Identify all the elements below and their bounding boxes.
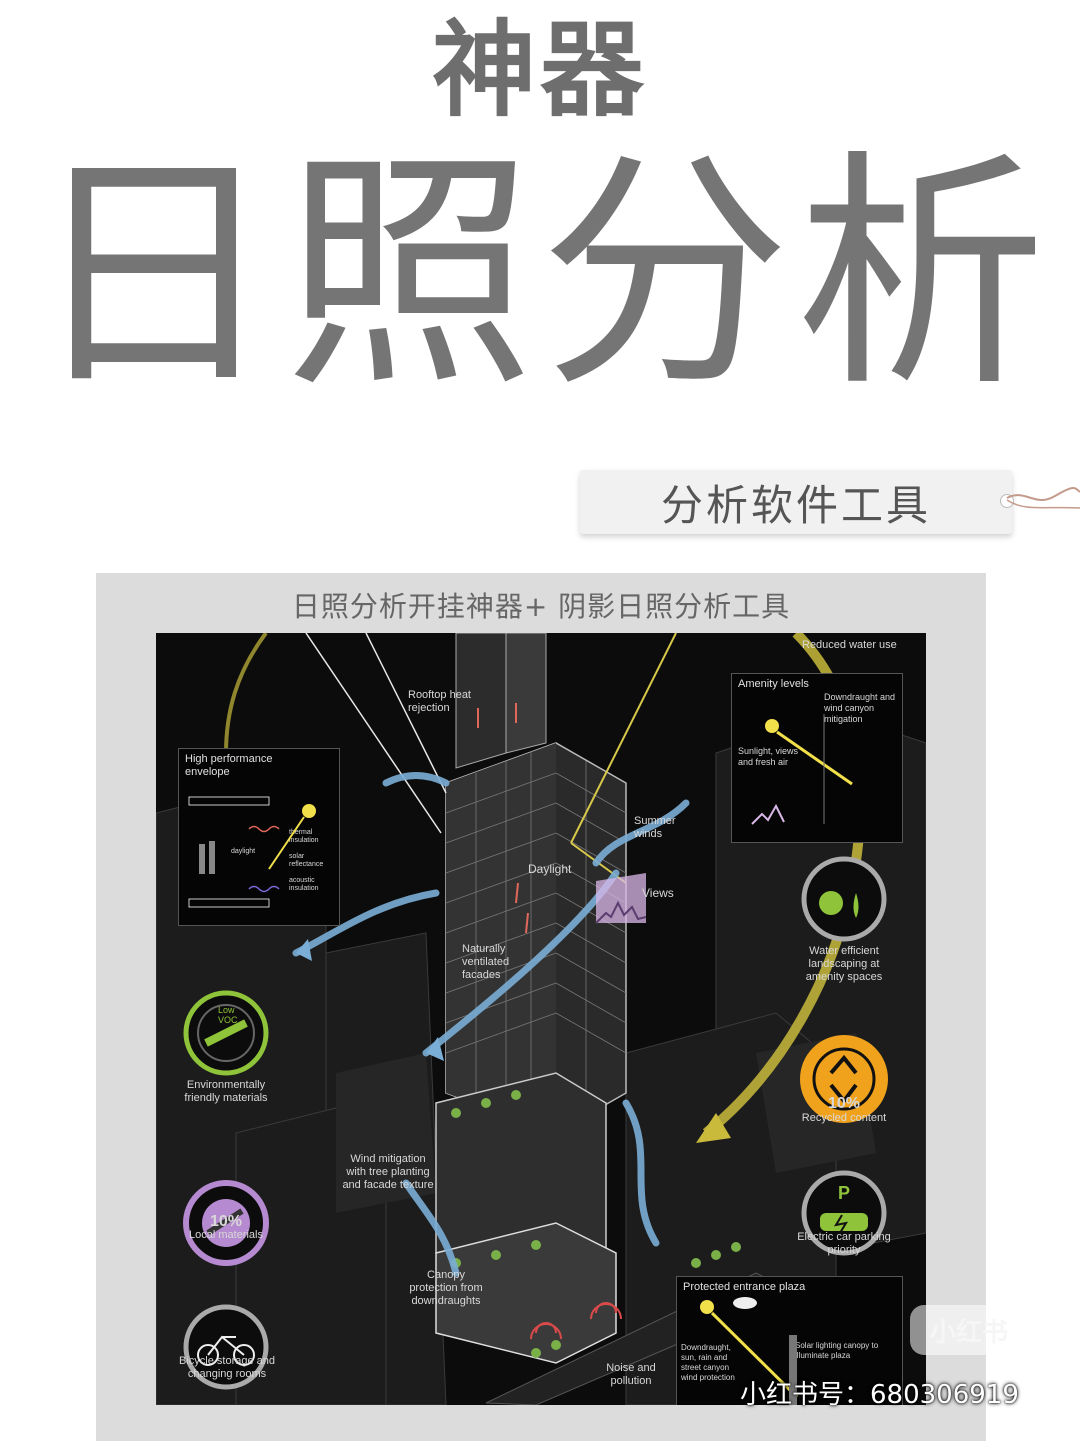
plaza-sun-icon [700, 1297, 799, 1405]
label-acoustic: acoustic insulation [289, 877, 319, 892]
label-recycled: Recycled content [801, 1112, 887, 1124]
label-canopy: Canopy protection from downdraughts [409, 1269, 483, 1307]
tag-string [1006, 487, 1080, 509]
panel-amenity: Amenity levels Downdraught and wind cany… [731, 673, 903, 843]
label-downdraught-wind: Downdraught and wind canyon mitigation [824, 692, 896, 724]
label-naturally-ventilated: Naturally ventilated facades [462, 943, 510, 981]
label-summer-winds: Summer winds [634, 815, 676, 840]
label-parking-letter: P [837, 1183, 850, 1203]
label-sunlight-views: Sunlight, views and fresh air [738, 746, 799, 767]
label-views: Views [642, 886, 674, 900]
label-local: Local materials [189, 1229, 263, 1241]
label-electric-car: Electric car parking priority [797, 1231, 891, 1256]
panel-plaza: Protected entrance plaza Downdraught, su… [676, 1276, 903, 1405]
label-wind-mitigation: Wind mitigation with tree planting and f… [342, 1153, 434, 1191]
tag-hole [1000, 494, 1014, 508]
watermark-id: 小红书号：680306919 [740, 1380, 1019, 1410]
label-solar: solar reflectance [289, 853, 324, 868]
label-daylight: Daylight [528, 862, 572, 876]
panel-envelope-title: High performance envelope [185, 753, 273, 778]
label-thermal: thermal insulation [289, 829, 319, 844]
title-big: 日照分析 [28, 129, 1052, 420]
label-env-materials: Environmentally friendly materials [184, 1079, 268, 1104]
panel-plaza-title: Protected entrance plaza [683, 1281, 806, 1293]
label-low-voc: Low VOC [218, 1005, 238, 1025]
panel-envelope: High performance envelope daylight therm… [178, 748, 340, 926]
label-local-pct: 10% [209, 1213, 243, 1230]
panel-amenity-title: Amenity levels [738, 678, 809, 690]
envelope-sun-icon [188, 796, 316, 908]
image-card: 日照分析开挂神器+ 阴影日照分析工具 [96, 573, 986, 1441]
label-downdraught-sun: Downdraught, sun, rain and street canyon… [681, 1343, 735, 1382]
amenity-sun-icon [751, 714, 853, 825]
label-bicycle: Bicycle storage and changing rooms [179, 1355, 275, 1380]
label-water-efficient: Water efficient landscaping at amenity s… [805, 945, 883, 983]
label-daylight-small: daylight [231, 848, 256, 855]
title-small: 神器 [431, 9, 648, 131]
label-rooftop: Rooftop heat rejection [408, 689, 471, 714]
label-solar-canopy: Solar lighting canopy to illuminate plaz… [795, 1341, 879, 1360]
label-noise: Noise and pollution [606, 1362, 656, 1387]
card-caption: 日照分析开挂神器+ 阴影日照分析工具 [291, 590, 791, 623]
watermark-logo: 小红书 [910, 1305, 1028, 1355]
sustainability-poster: Amenity levels Downdraught and wind cany… [156, 633, 926, 1405]
label-recycled-pct: 10% [827, 1095, 861, 1112]
label-reduced-water: Reduced water use [802, 639, 897, 651]
tag-label: 分析软件工具 [580, 470, 1012, 534]
